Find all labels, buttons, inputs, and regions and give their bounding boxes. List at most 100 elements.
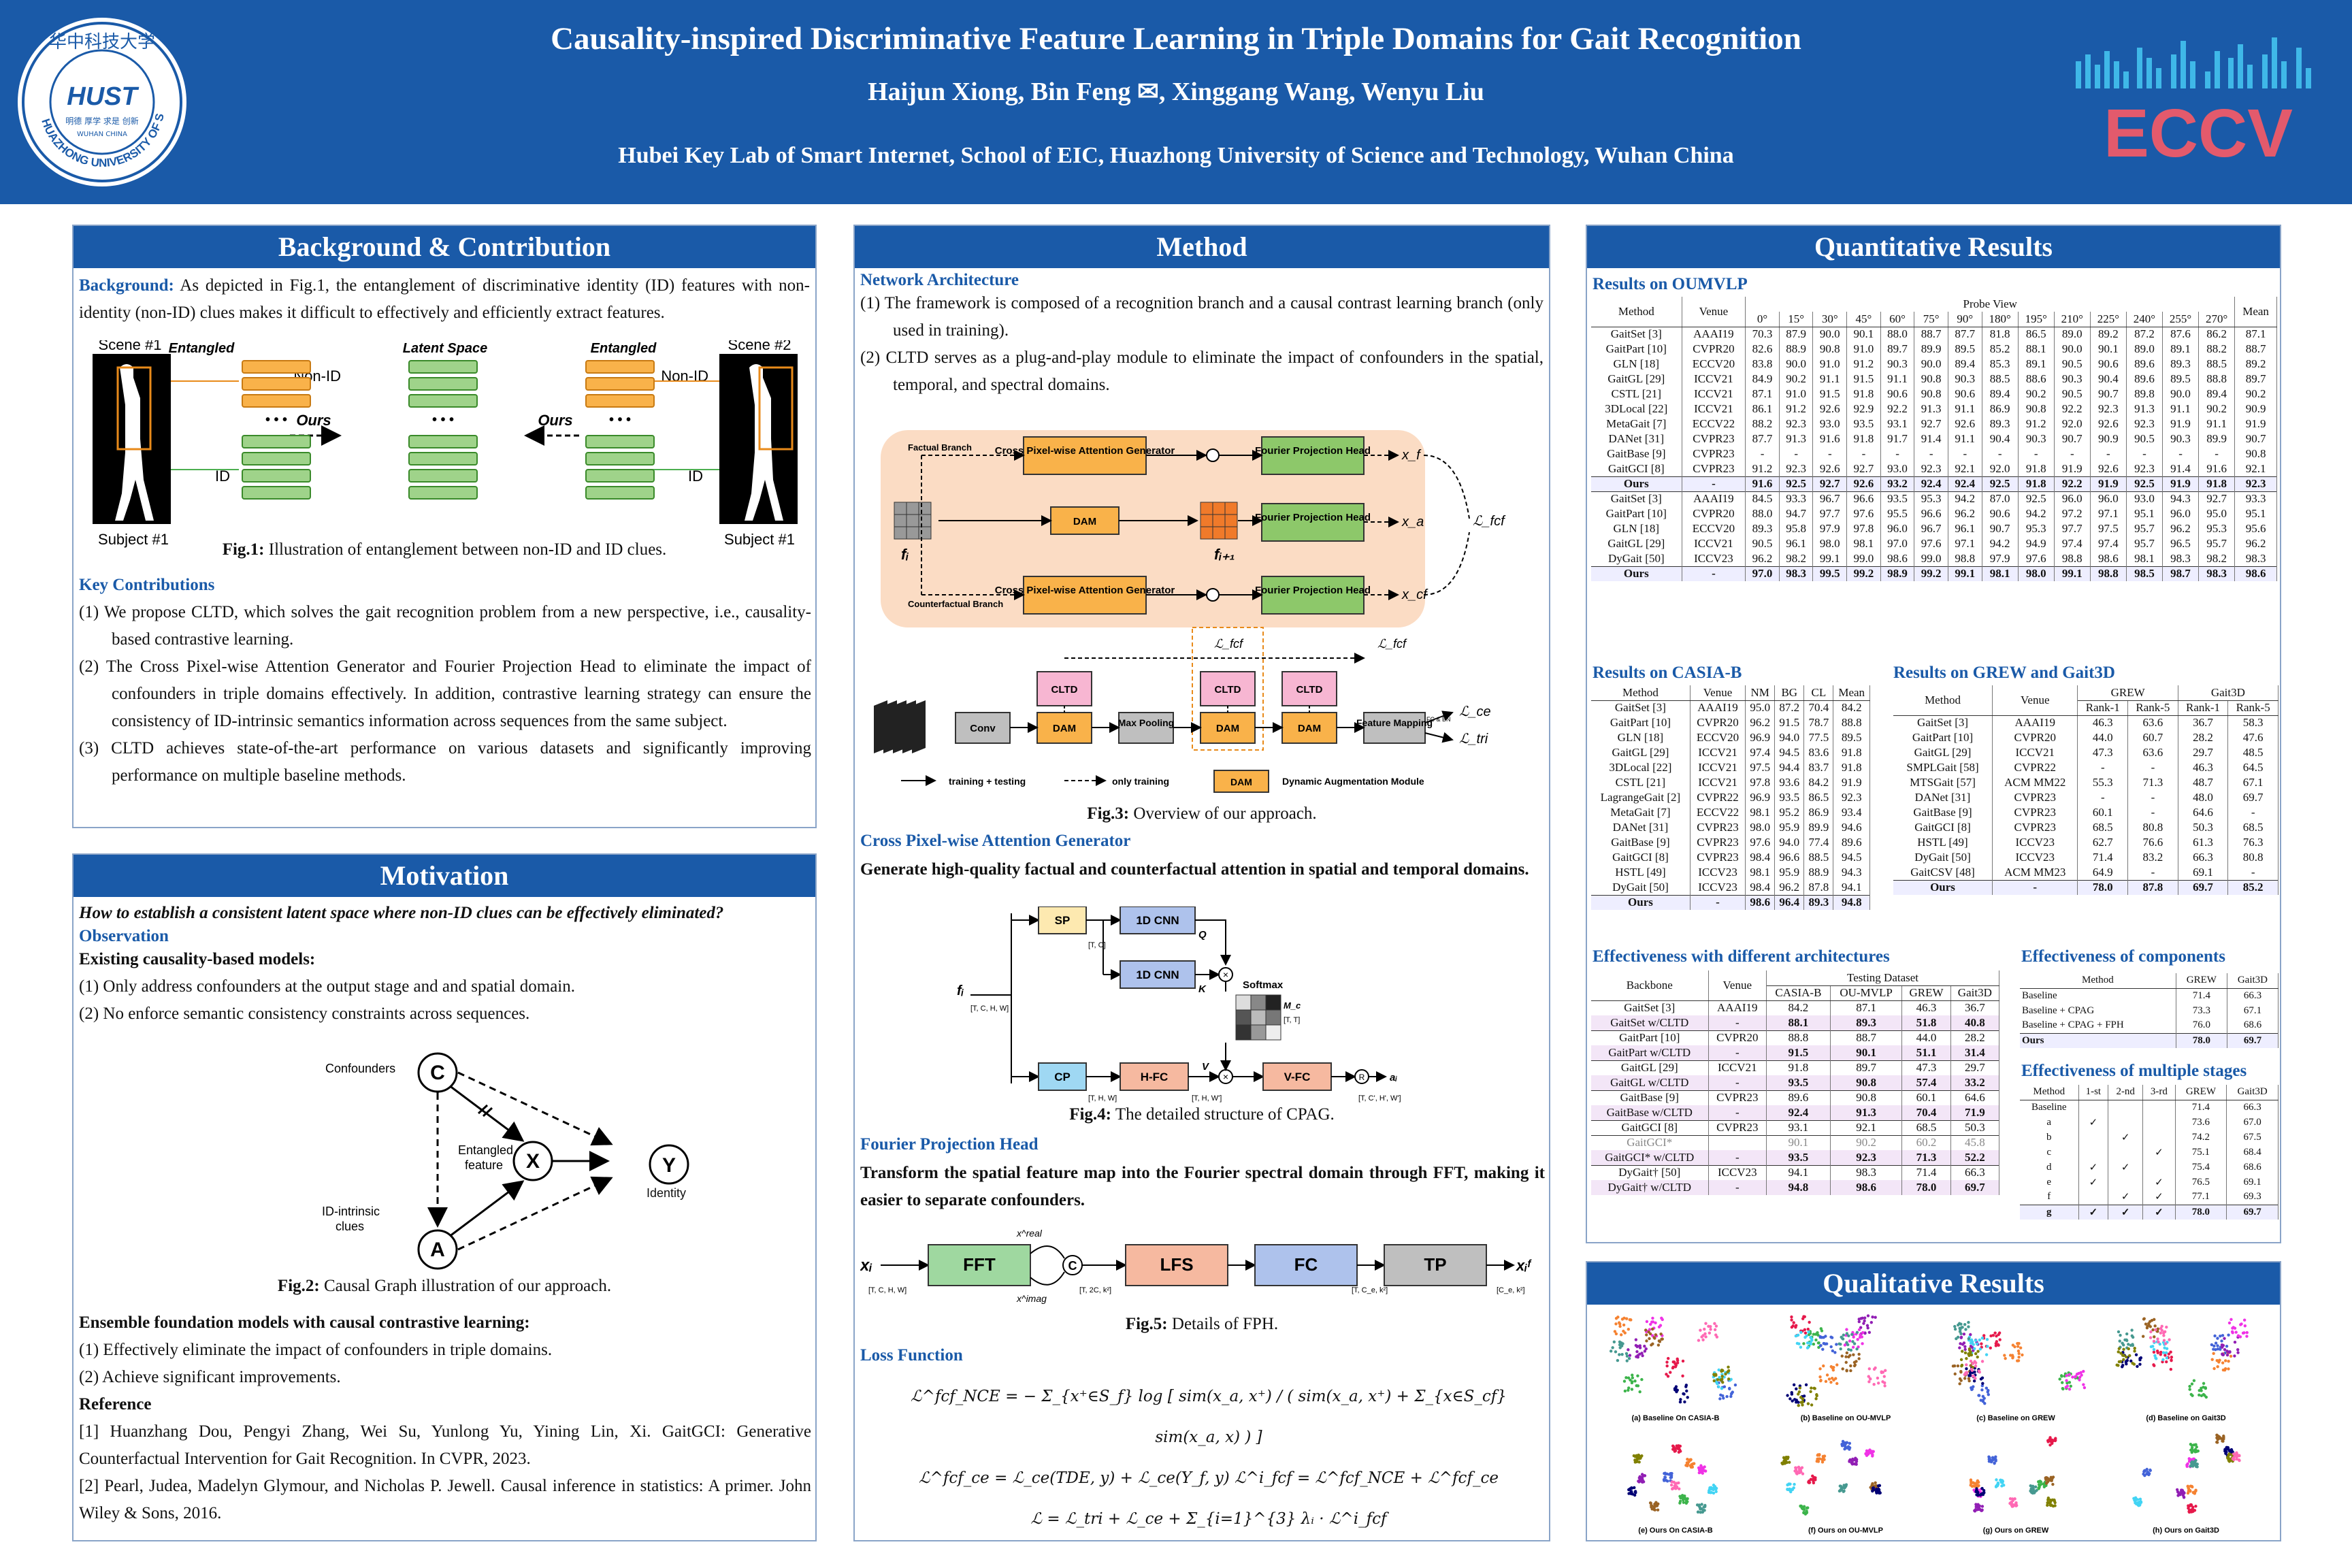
table-cell: 98.0 <box>1745 820 1776 835</box>
table-cell: 91.8 <box>1846 387 1881 402</box>
svg-text:[T, C, H, W]: [T, C, H, W] <box>970 1004 1009 1013</box>
table-cell: e <box>2020 1175 2079 1190</box>
table-cell: 90.1 <box>1830 1045 1903 1060</box>
existing-title: Existing causality-based models: <box>79 950 316 968</box>
table-cell: GaitGCI* <box>1591 1134 1709 1150</box>
table-cell: DyGait [50] <box>1893 850 1993 865</box>
table-cell: 99.0 <box>1846 551 1881 566</box>
table-cell: 66.3 <box>1950 1164 2000 1180</box>
table-cell: AAAI19 <box>1690 700 1746 715</box>
table-cell: 89.6 <box>2126 372 2163 387</box>
table-cell: CVPR20 <box>1690 715 1746 730</box>
table-cell: 90.4 <box>1982 431 2019 446</box>
table-cell: 90.6 <box>1948 387 1982 402</box>
column-quant: Quantitative Results Results on OUMVLP M… <box>1586 225 2281 1243</box>
table-cell: 57.4 <box>1901 1075 1951 1090</box>
table-cell: 90.9 <box>2090 431 2127 446</box>
table-cell: ICCV21 <box>1682 536 1746 551</box>
table-cell: 69.7 <box>2227 790 2278 805</box>
table-cell: 87.6 <box>2162 326 2200 342</box>
table-cell: 93.5 <box>1766 1150 1831 1165</box>
table-cell: - <box>2127 790 2178 805</box>
table-cell: 74.2 <box>2175 1130 2227 1145</box>
table-cell: 82.6 <box>1745 342 1780 357</box>
table-cell: CL <box>1803 685 1834 701</box>
table-cell: GLN [18] <box>1591 521 1682 536</box>
table-cell: 71.9 <box>1950 1105 2000 1120</box>
table-cell: 44.0 <box>1901 1030 1951 1045</box>
table-cell: ✓ <box>2142 1145 2176 1160</box>
table-cell: 97.6 <box>1745 835 1776 850</box>
table-cell: - <box>2126 446 2163 461</box>
table-cell: 46.3 <box>2178 760 2229 775</box>
table-cell: 95.2 <box>1774 805 1805 820</box>
feature-block <box>242 452 311 466</box>
svg-text:x_a: x_a <box>1401 514 1424 529</box>
fph-title: Fourier Projection Head <box>860 1135 1039 1154</box>
feature-block <box>408 435 478 448</box>
table-cell: 71.4 <box>2176 988 2227 1003</box>
table-cell: 95.3 <box>1914 491 1948 506</box>
table-cell: 98.4 <box>1745 880 1776 895</box>
node-a: A <box>430 1239 445 1261</box>
table-cell: 87.0 <box>1982 491 2019 506</box>
observation-title: Observation <box>79 927 169 945</box>
table-cell: 98.8 <box>1948 551 1982 566</box>
table-cell: GaitSet [3] <box>1591 700 1690 715</box>
svg-text:LFS: LFS <box>1160 1254 1193 1275</box>
table-cell: CVPR23 <box>1992 820 2078 835</box>
table-cell: d <box>2020 1160 2079 1175</box>
fig1-scene1: Scene #1 <box>99 340 162 353</box>
reference-title: Reference <box>79 1395 152 1414</box>
table-cell <box>2142 1115 2176 1130</box>
table-cell: 98.3 <box>1830 1164 1903 1180</box>
svg-text:[T, T]: [T, T] <box>1284 1016 1300 1024</box>
table-cell: 83.6 <box>1803 745 1834 760</box>
table-cell: 46.3 <box>1901 1000 1951 1015</box>
table-cell: 93.1 <box>1766 1120 1831 1135</box>
table-cell: 95.0 <box>2198 506 2236 521</box>
table-cell: - <box>1690 894 1746 910</box>
table-cell: 91.0 <box>1779 387 1814 402</box>
svg-text:CLTD: CLTD <box>1296 684 1323 696</box>
svg-text:K: K <box>1198 983 1207 995</box>
table-cell: 45.8 <box>1950 1134 2000 1150</box>
table-cell: OU-MVLP <box>1830 985 1903 1001</box>
svg-text:Dynamic Augmentation Module: Dynamic Augmentation Module <box>1282 776 1424 787</box>
table-cell: 92.3 <box>1833 790 1870 805</box>
table-cell: ECCV20 <box>1682 521 1746 536</box>
table-cell: 48.7 <box>2178 775 2229 790</box>
table-cell: 89.6 <box>1833 835 1870 850</box>
table-cell: GaitGL [29] <box>1591 536 1682 551</box>
table-cell: 91.8 <box>2018 461 2055 476</box>
table-cell <box>2108 1145 2144 1160</box>
table-cell: 225° <box>2090 312 2127 327</box>
table-cell: - <box>1812 446 1848 461</box>
table-cell: GaitBase [9] <box>1591 446 1682 461</box>
table-cell: 91.3 <box>2126 402 2163 416</box>
table-cell: ICCV21 <box>1690 775 1746 790</box>
table-cell: 91.8 <box>1846 431 1881 446</box>
table-cell: 92.6 <box>1846 476 1881 491</box>
table-cell: MetaGait [7] <box>1591 805 1690 820</box>
table-cell: Rank-5 <box>2227 700 2278 716</box>
table-cell: GaitGL [29] <box>1893 745 1993 760</box>
table-cell: 94.7 <box>1779 506 1814 521</box>
table-cell: 98.6 <box>1830 1180 1903 1195</box>
table-cell: 91.6 <box>1812 431 1848 446</box>
table-cell: 94.1 <box>1766 1164 1831 1180</box>
table-cell: 85.2 <box>2227 879 2278 895</box>
table-cell: 75.1 <box>2175 1145 2227 1160</box>
svg-text:x_f: x_f <box>1401 448 1422 463</box>
table-cell <box>2108 1100 2144 1115</box>
table-cell: 15° <box>1779 312 1814 327</box>
table-cell: 86.2 <box>2198 326 2236 342</box>
